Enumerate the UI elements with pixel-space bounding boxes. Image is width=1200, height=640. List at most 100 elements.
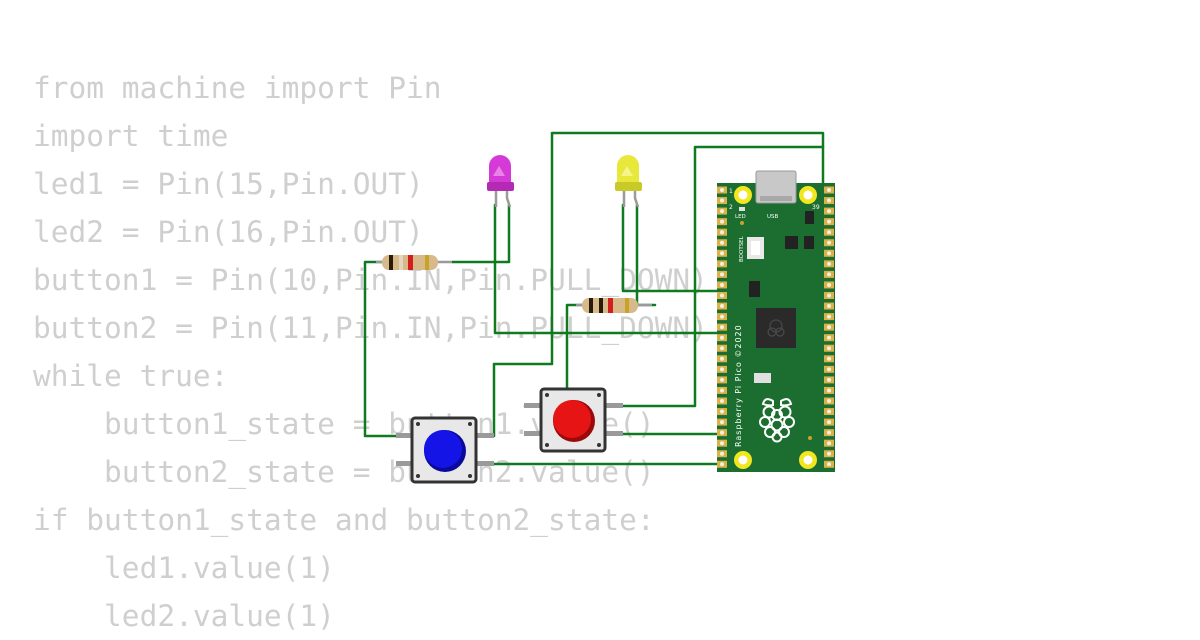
header-pin[interactable] [824, 270, 834, 278]
pico-board[interactable]: 1 2 39 LED USB BOOTSEL Raspberry Pi Pico… [717, 170, 835, 472]
header-pin[interactable] [717, 397, 727, 405]
header-pin[interactable] [824, 218, 834, 226]
header-pin[interactable] [717, 186, 727, 194]
header-pin[interactable] [717, 460, 727, 468]
code-line: led2 = Pin(16,Pin.OUT) [33, 215, 424, 249]
header-pin[interactable] [824, 239, 834, 247]
board-name: Raspberry Pi Pico ©2020 [734, 324, 743, 447]
header-pin[interactable] [717, 292, 727, 299]
resistor1-band [389, 255, 393, 270]
raspberry-logo [759, 398, 795, 443]
header-pin[interactable] [824, 197, 834, 205]
header-pin[interactable] [717, 323, 727, 331]
raspberry-berry [783, 416, 795, 428]
header-pin[interactable] [824, 334, 834, 342]
resistor1-band [425, 255, 429, 270]
header-pin[interactable] [824, 260, 834, 268]
header-pin[interactable] [824, 365, 834, 373]
button1-corner-dot [416, 422, 420, 426]
button1-lead [396, 433, 412, 438]
header-pin[interactable] [824, 228, 834, 236]
header-pin[interactable] [824, 186, 834, 194]
header-pin[interactable] [717, 355, 727, 363]
header-pin[interactable] [824, 408, 834, 416]
header-pin[interactable] [717, 239, 727, 247]
code-line: led1 = Pin(15,Pin.OUT) [33, 167, 424, 201]
resistor2[interactable] [576, 298, 652, 313]
header-pin[interactable] [717, 365, 727, 373]
header-pin[interactable] [717, 260, 727, 268]
button2[interactable] [524, 387, 623, 453]
resistor1[interactable] [376, 255, 452, 270]
header-pin[interactable] [824, 302, 834, 310]
led2[interactable] [615, 155, 642, 208]
button1-lead [396, 461, 412, 466]
pin1-label: 1 [729, 188, 733, 195]
code-line: from machine import Pin [33, 71, 442, 105]
led1-highlight [493, 166, 505, 176]
led1-anode-leg [505, 190, 512, 208]
header-pin[interactable] [824, 281, 834, 289]
header-pin[interactable] [717, 334, 727, 342]
led1-base [487, 182, 514, 191]
header-pin[interactable] [824, 439, 834, 447]
header-pin[interactable] [824, 323, 834, 331]
rp2040-logo [767, 319, 785, 337]
header-pin[interactable] [824, 249, 834, 257]
header-pin[interactable] [717, 270, 727, 278]
header-pin[interactable] [717, 344, 727, 352]
raspberry-berry [759, 416, 771, 428]
header-pin[interactable] [717, 450, 727, 458]
code-line: led1.value(1) [33, 551, 335, 585]
wire-led1-to-resistor1 [450, 203, 511, 264]
pico-right-header [824, 186, 834, 468]
header-pin[interactable] [824, 292, 834, 299]
code-line: import time [33, 119, 229, 153]
button2-lead [605, 431, 623, 436]
header-pin[interactable] [824, 313, 834, 321]
button2-corner-dot [545, 393, 549, 397]
header-pin[interactable] [717, 429, 727, 437]
resistor2-band [608, 298, 613, 313]
header-pin[interactable] [717, 218, 727, 226]
button2-cap[interactable] [553, 400, 591, 438]
rp2040-chip [756, 308, 796, 348]
raspberry-berry [771, 431, 783, 443]
button1-cap[interactable] [424, 430, 462, 468]
header-pin[interactable] [717, 228, 727, 236]
header-pin[interactable] [824, 450, 834, 458]
header-pin[interactable] [824, 344, 834, 352]
resistor2-band [589, 298, 593, 313]
header-pin[interactable] [717, 281, 727, 289]
header-pin[interactable] [824, 397, 834, 405]
resistor2-band [599, 298, 603, 313]
flash-chip [749, 281, 760, 297]
header-pin[interactable] [824, 429, 834, 437]
usb-connector-lip [760, 196, 792, 201]
header-pin[interactable] [824, 460, 834, 468]
header-pin[interactable] [717, 408, 727, 416]
button1[interactable] [396, 416, 494, 484]
button1-corner-dot [468, 474, 472, 478]
header-pin[interactable] [717, 418, 727, 426]
pin2-label: 2 [729, 204, 733, 211]
header-pin[interactable] [717, 386, 727, 394]
header-pin[interactable] [824, 418, 834, 426]
usb-label: USB [767, 214, 779, 220]
raspberry-leaf-right [780, 398, 793, 407]
header-pin[interactable] [824, 376, 834, 384]
button2-corner-dot [597, 443, 601, 447]
header-pin[interactable] [824, 355, 834, 363]
header-pin[interactable] [717, 207, 727, 215]
header-pin[interactable] [717, 249, 727, 257]
resistor1-band [399, 255, 403, 270]
header-pin[interactable] [717, 302, 727, 310]
test-pad [808, 436, 812, 440]
header-pin[interactable] [717, 313, 727, 321]
header-pin[interactable] [717, 197, 727, 205]
header-pin[interactable] [824, 207, 834, 215]
led1[interactable] [487, 155, 514, 208]
header-pin[interactable] [717, 439, 727, 447]
header-pin[interactable] [824, 386, 834, 394]
header-pin[interactable] [717, 376, 727, 384]
